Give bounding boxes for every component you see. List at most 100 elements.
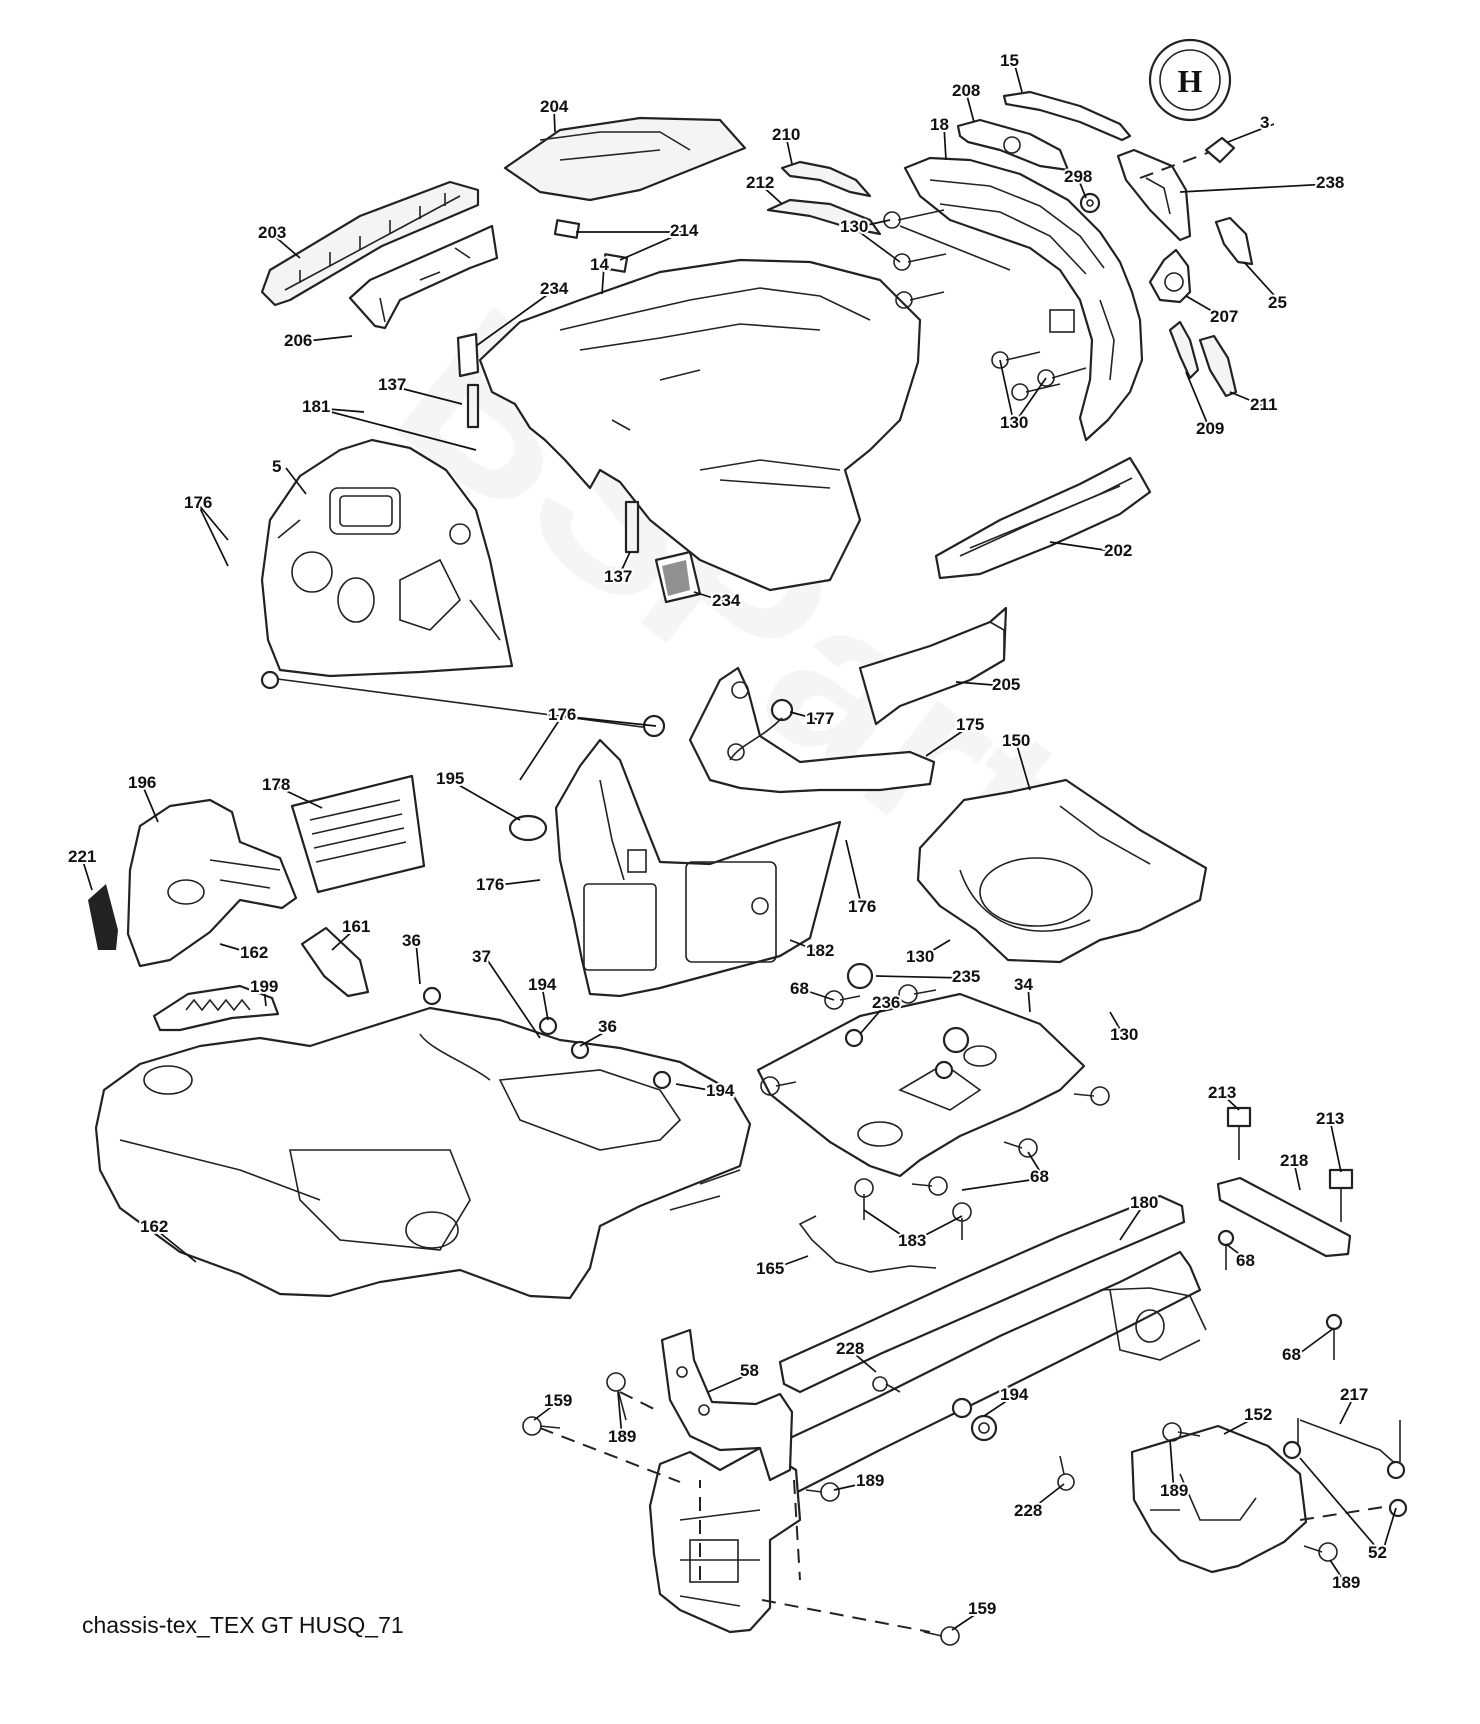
leader-c234a [475, 289, 555, 347]
leader-c150 [1015, 741, 1031, 791]
callout-halo-c183: 183 [898, 1231, 926, 1250]
part-34-plate [756, 992, 1086, 1178]
callout-halo-c205: 205 [992, 675, 1020, 694]
leader-c202 [1049, 541, 1119, 553]
leader-c205 [955, 681, 1007, 687]
callout-c205: 205 [992, 675, 1020, 694]
rod-176 [269, 677, 651, 729]
part-3-badge [1204, 136, 1236, 164]
callout-halo-c214: 214 [670, 221, 699, 240]
callout-halo-c176c: 176 [476, 875, 504, 894]
callout-c182: 182 [806, 941, 834, 960]
callout-c235: 235 [952, 967, 980, 986]
leader-c161 [331, 927, 357, 951]
leader-c189c [1169, 1439, 1175, 1493]
callout-c298: 298 [1064, 167, 1092, 186]
leader-c176b [519, 715, 563, 781]
callout-c189a: 189 [608, 1427, 636, 1446]
leader-c130b [1013, 377, 1047, 425]
leader-c189a [617, 1391, 623, 1439]
callout-c202: 202 [1104, 541, 1132, 560]
callout-halo-c176d: 176 [848, 897, 876, 916]
callout-c228b: 228 [1014, 1501, 1042, 1520]
leader-c159b [951, 1609, 983, 1631]
callout-c195: 195 [436, 769, 464, 788]
callout-c25: 25 [1268, 293, 1287, 312]
leader-c189d [1329, 1559, 1347, 1585]
part-213-bolt-b [1328, 1168, 1354, 1190]
part-5-dash-console [260, 438, 514, 678]
callout-c150: 150 [1002, 731, 1030, 750]
callout-halo-c175: 175 [956, 715, 984, 734]
callout-c194b: 194 [706, 1081, 735, 1100]
callout-halo-c68b: 68 [1030, 1167, 1049, 1186]
callout-c189b: 189 [856, 1471, 884, 1490]
screw-group-lower [522, 1372, 1338, 1646]
callout-c5: 5 [272, 457, 281, 476]
leader-c208 [965, 91, 975, 123]
callout-halo-c211: 211 [1250, 395, 1277, 414]
callout-c178: 178 [262, 775, 290, 794]
callout-c180: 180 [1130, 1193, 1158, 1212]
leader-c182 [789, 939, 821, 953]
callout-c217: 217 [1340, 1385, 1368, 1404]
callout-halo-c68a: 68 [790, 979, 809, 998]
leader-c211 [1229, 391, 1265, 407]
leader-c194c [983, 1395, 1015, 1417]
callout-c3: 3 [1260, 113, 1269, 132]
callout-halo-c18: 18 [930, 115, 949, 134]
leader-c212 [759, 183, 783, 205]
leader-c152 [1223, 1415, 1259, 1435]
callout-halo-c195: 195 [436, 769, 464, 788]
callout-c236: 236 [872, 993, 900, 1012]
callout-halo-c238: 238 [1316, 173, 1344, 192]
callout-halo-c152: 152 [1244, 1405, 1272, 1424]
callout-c36a: 36 [402, 931, 421, 950]
callout-c165: 165 [756, 1259, 784, 1278]
callout-halo-c165: 165 [756, 1259, 784, 1278]
callout-halo-c209: 209 [1196, 419, 1224, 438]
callout-c181: 181 [302, 397, 330, 416]
callout-c206: 206 [284, 331, 312, 350]
callout-halo-c137a: 137 [378, 375, 406, 394]
callout-c212: 212 [746, 173, 774, 192]
part-207-bracket [1148, 248, 1192, 304]
leader-c178 [275, 785, 323, 809]
callout-c213b: 213 [1316, 1109, 1344, 1128]
leader-c130a [853, 227, 901, 263]
callout-halo-c68d: 68 [1282, 1345, 1301, 1364]
leader-c68b [1027, 1151, 1045, 1179]
callout-c68d: 68 [1282, 1345, 1301, 1364]
callout-c130a: 130 [840, 217, 868, 236]
callout-c189d: 189 [1332, 1573, 1360, 1592]
callout-halo-c130b: 130 [1000, 413, 1028, 432]
callout-halo-c218: 218 [1280, 1151, 1308, 1170]
callout-halo-c189d: 189 [1332, 1573, 1360, 1592]
leader-c177 [789, 711, 821, 721]
callout-halo-c217: 217 [1340, 1385, 1368, 1404]
leader-c176a [197, 503, 229, 567]
leader-c162a [219, 943, 255, 955]
callout-c189c: 189 [1160, 1481, 1188, 1500]
part-211-grille-right [1198, 334, 1238, 398]
callout-c152: 152 [1244, 1405, 1272, 1424]
callout-halo-c228b: 228 [1014, 1501, 1042, 1520]
callout-c137a: 137 [378, 375, 406, 394]
callout-halo-c14: 14 [590, 255, 609, 274]
callout-halo-c212: 212 [746, 173, 774, 192]
callout-c176a: 176 [184, 493, 212, 512]
part-178-vent-grille [290, 774, 426, 894]
leader-c234b [693, 591, 727, 603]
part-210-grille-strip [780, 160, 872, 198]
callout-c194c: 194 [1000, 1385, 1029, 1404]
leader-c165 [769, 1255, 809, 1271]
brand-emblem-icon [1148, 38, 1232, 122]
callout-c130b: 130 [1000, 413, 1028, 432]
part-fender-deck [94, 1006, 752, 1300]
callout-halo-c236: 236 [872, 993, 900, 1012]
callout-c203: 203 [258, 223, 286, 242]
part-204-hood-pad [503, 116, 747, 202]
callout-c211: 211 [1250, 395, 1277, 414]
